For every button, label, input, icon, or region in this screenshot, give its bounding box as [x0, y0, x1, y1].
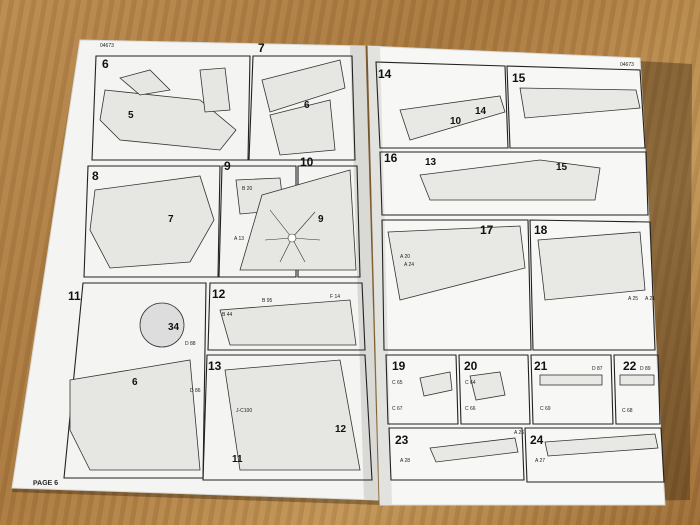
part-label: 11: [232, 454, 243, 465]
left-page-code: 04673: [100, 43, 114, 49]
callout-label: B 20: [242, 186, 253, 192]
part-label: 34: [168, 322, 180, 333]
step-label: 11: [68, 289, 81, 303]
step-label: 22: [623, 359, 637, 373]
callout-label: A 25: [628, 296, 638, 302]
callout-label: C 64: [465, 380, 476, 386]
callout-label: B 95: [262, 298, 273, 304]
step-label: 12: [212, 287, 226, 301]
callout-label: C 67: [392, 406, 403, 412]
callout-label: A 13: [234, 236, 244, 242]
step-label: 24: [530, 433, 544, 447]
callout-label: F 14: [330, 294, 340, 300]
left-step-numbers: 6 7 8 9 10 11 12 13: [68, 41, 314, 373]
right-step-numbers: 14 15 16 17 18 19 20 21 22 23 24: [378, 67, 637, 447]
part-label: 14: [475, 106, 487, 117]
step-label: 8: [92, 169, 99, 183]
callout-label: D 88: [185, 341, 196, 347]
step-label: 14: [378, 67, 392, 81]
part-label: 5: [128, 110, 134, 121]
step-label: 6: [102, 57, 109, 71]
callout-label: C 66: [465, 406, 476, 412]
step-label: 18: [534, 223, 548, 237]
left-callouts: B 44 B 95 F 14 D 88 D 86 J-C100 A 13 B 2…: [185, 186, 340, 414]
part-label: 7: [168, 214, 174, 225]
callout-label: A 27: [535, 458, 545, 464]
part-label: 6: [132, 377, 138, 388]
right-part-numbers: 14 10 13 15: [425, 106, 568, 173]
left-part-numbers: 5 6 7 9 34 6 12 11: [128, 100, 347, 465]
step-label: 9: [224, 159, 231, 173]
callout-label: D 89: [640, 366, 651, 372]
callout-label: J-C100: [236, 408, 252, 414]
step-label: 7: [258, 41, 265, 55]
part-label: 15: [556, 162, 568, 173]
callout-label: A 20: [400, 254, 410, 260]
step-label: 17: [480, 223, 494, 237]
step-label: 13: [208, 359, 222, 373]
callout-label: A 24: [404, 262, 414, 268]
right-callouts: A 20 A 24 A 25 A 21 C 65 C 67 C 64 C 66 …: [392, 254, 655, 464]
step-label: 10: [300, 155, 314, 169]
part-label: 13: [425, 157, 437, 168]
callout-label: A 28: [400, 458, 410, 464]
part-label: 9: [318, 214, 324, 225]
step-label: 20: [464, 359, 478, 373]
callout-label: A 26: [514, 430, 524, 436]
part-label: 12: [335, 424, 347, 435]
right-page-code: 04673: [620, 62, 634, 68]
step-label: 23: [395, 433, 409, 447]
part-label: 10: [450, 116, 462, 127]
page-number: PAGE 6: [32, 479, 59, 488]
callout-label: D 86: [190, 388, 201, 394]
step-label: 21: [534, 359, 548, 373]
callout-label: D 87: [592, 366, 603, 372]
part-label: 6: [304, 100, 310, 111]
right-illustrations: [387, 87, 659, 463]
callout-label: C 68: [622, 408, 633, 414]
callout-label: B 44: [222, 312, 233, 318]
step-label: 15: [512, 71, 526, 85]
left-illustrations: [69, 59, 361, 471]
canopy-sunburst-illustration: [264, 209, 321, 263]
right-page-panel-grid: [375, 61, 665, 483]
left-page-panel-grid: [63, 55, 373, 481]
step-label: 16: [384, 151, 398, 165]
callout-label: A 21: [645, 296, 655, 302]
step-label: 19: [392, 359, 406, 373]
callout-label: C 69: [540, 406, 551, 412]
callout-label: C 65: [392, 380, 403, 386]
